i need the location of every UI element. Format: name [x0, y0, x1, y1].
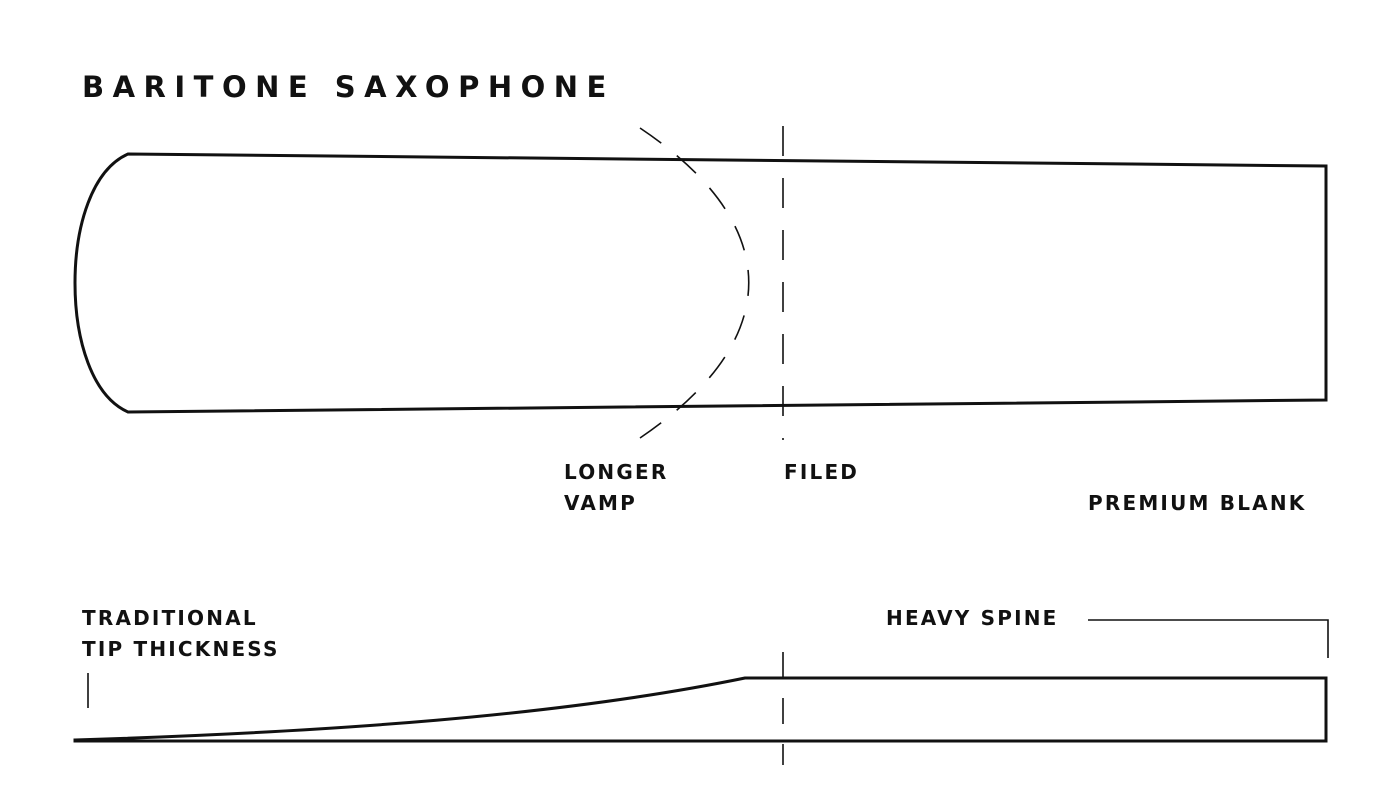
label-longer: LONGER — [564, 460, 668, 484]
reed-top-view-outline — [73, 152, 1328, 414]
label-vamp: VAMP — [564, 491, 637, 515]
label-tip-thickness: TIP THICKNESS — [82, 637, 280, 661]
label-premium-blank: PREMIUM BLANK — [1088, 491, 1306, 515]
heavy-spine-bracket — [1088, 619, 1329, 658]
diagram-title: BARITONE SAXOPHONE — [82, 70, 615, 104]
reed-side-profile — [73, 676, 1328, 743]
label-filed: FILED — [784, 460, 859, 484]
label-traditional: TRADITIONAL — [82, 606, 258, 630]
label-heavy-spine: HEAVY SPINE — [886, 606, 1059, 630]
longer-vamp-arc — [639, 127, 750, 439]
